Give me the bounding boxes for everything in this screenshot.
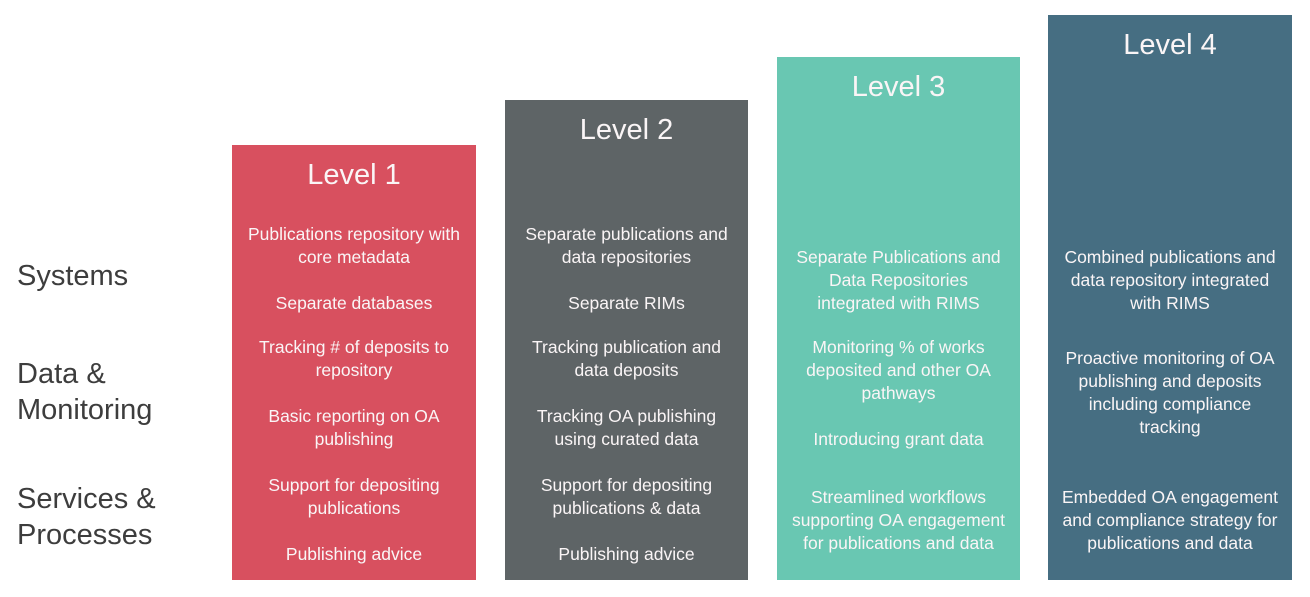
level-1-systems-cell: Level 1 Publications repository with cor… (232, 145, 476, 326)
cell-paragraph: Embedded OA engagement and compliance st… (1062, 486, 1278, 553)
cell-paragraph: Proactive monitoring of OA publishing an… (1065, 348, 1275, 437)
level-2-systems-cell: Level 2 Separate publications and data r… (505, 100, 748, 326)
level-2-data-monitoring-text: Tracking publication and data deposits T… (505, 336, 748, 451)
cell-paragraph: Monitoring % of works deposited and othe… (806, 336, 991, 403)
level-3-services-processes-text: Streamlined workflows supporting OA enga… (777, 486, 1020, 555)
level-2-title: Level 2 (579, 114, 674, 146)
level-1-data-monitoring-cell: Tracking # of deposits to repository Bas… (232, 330, 476, 456)
row-label-systems: Systems (17, 260, 129, 292)
level-4-title: Level 4 (1123, 29, 1217, 61)
cell-paragraph: Publishing advice (285, 544, 423, 564)
level-3-systems-text: Separate Publications and Data Repositor… (777, 246, 1020, 315)
level-4-services-processes-text: Embedded OA engagement and compliance st… (1048, 486, 1292, 555)
level-4-data-monitoring-text: Proactive monitoring of OA publishing an… (1048, 347, 1292, 439)
level-1-services-processes-text: Support for depositing publications Publ… (232, 474, 476, 566)
level-1-systems-text: Publications repository with core metada… (232, 223, 476, 315)
cell-paragraph: Separate databases (275, 293, 433, 313)
cell-paragraph: Publications repository with core metada… (247, 224, 461, 267)
level-2-systems-text: Separate publications and data repositor… (505, 223, 748, 315)
cell-paragraph: Separate Publications and Data Repositor… (796, 247, 1001, 313)
level-4-services-processes-cell: Embedded OA engagement and compliance st… (1048, 460, 1292, 580)
level-3-data-monitoring-cell: Monitoring % of works deposited and othe… (777, 330, 1020, 456)
level-2-column: Level 2 Separate publications and data r… (505, 100, 748, 580)
level-3-data-monitoring-text: Monitoring % of works deposited and othe… (777, 336, 1020, 451)
cell-paragraph: Separate RIMs (568, 293, 685, 313)
level-4-systems-text: Combined publications and data repositor… (1048, 246, 1292, 315)
cell-paragraph: Tracking # of deposits to repository (258, 336, 449, 380)
cell-paragraph: Streamlined workflows supporting OA enga… (791, 486, 1006, 553)
level-3-title: Level 3 (851, 71, 946, 103)
level-4-column: Level 4 Combined publications and data r… (1048, 15, 1292, 580)
level-1-title: Level 1 (307, 159, 401, 191)
cell-paragraph: Publishing advice (558, 544, 695, 564)
level-3-column: Level 3 Separate Publications and Data R… (777, 57, 1020, 580)
level-4-data-monitoring-cell: Proactive monitoring of OA publishing an… (1048, 330, 1292, 456)
cell-paragraph: Support for depositing publications (268, 475, 440, 518)
level-3-services-processes-cell: Streamlined workflows supporting OA enga… (777, 460, 1020, 580)
level-2-data-monitoring-cell: Tracking publication and data deposits T… (505, 330, 748, 456)
cell-paragraph: Tracking publication and data deposits (531, 336, 722, 380)
cell-paragraph: Tracking OA publishing using curated dat… (536, 405, 717, 449)
row-label-services-processes: Services & Processes (17, 483, 156, 551)
level-3-systems-cell: Level 3 Separate Publications and Data R… (777, 57, 1020, 326)
cell-paragraph: Introducing grant data (813, 428, 984, 449)
cell-paragraph: Combined publications and data repositor… (1064, 247, 1276, 313)
row-label-data-monitoring: Data & Monitoring (17, 358, 153, 426)
level-2-services-processes-text: Support for depositing publications & da… (505, 474, 748, 566)
level-1-data-monitoring-text: Tracking # of deposits to repository Bas… (232, 336, 476, 451)
cell-paragraph: Separate publications and data repositor… (525, 224, 728, 267)
level-2-services-processes-cell: Support for depositing publications & da… (505, 460, 748, 580)
level-4-systems-cell: Level 4 Combined publications and data r… (1048, 15, 1292, 326)
cell-paragraph: Basic reporting on OA publishing (268, 405, 440, 449)
level-1-services-processes-cell: Support for depositing publications Publ… (232, 460, 476, 580)
cell-paragraph: Support for depositing publications & da… (540, 475, 713, 518)
level-1-column: Level 1 Publications repository with cor… (232, 145, 476, 580)
